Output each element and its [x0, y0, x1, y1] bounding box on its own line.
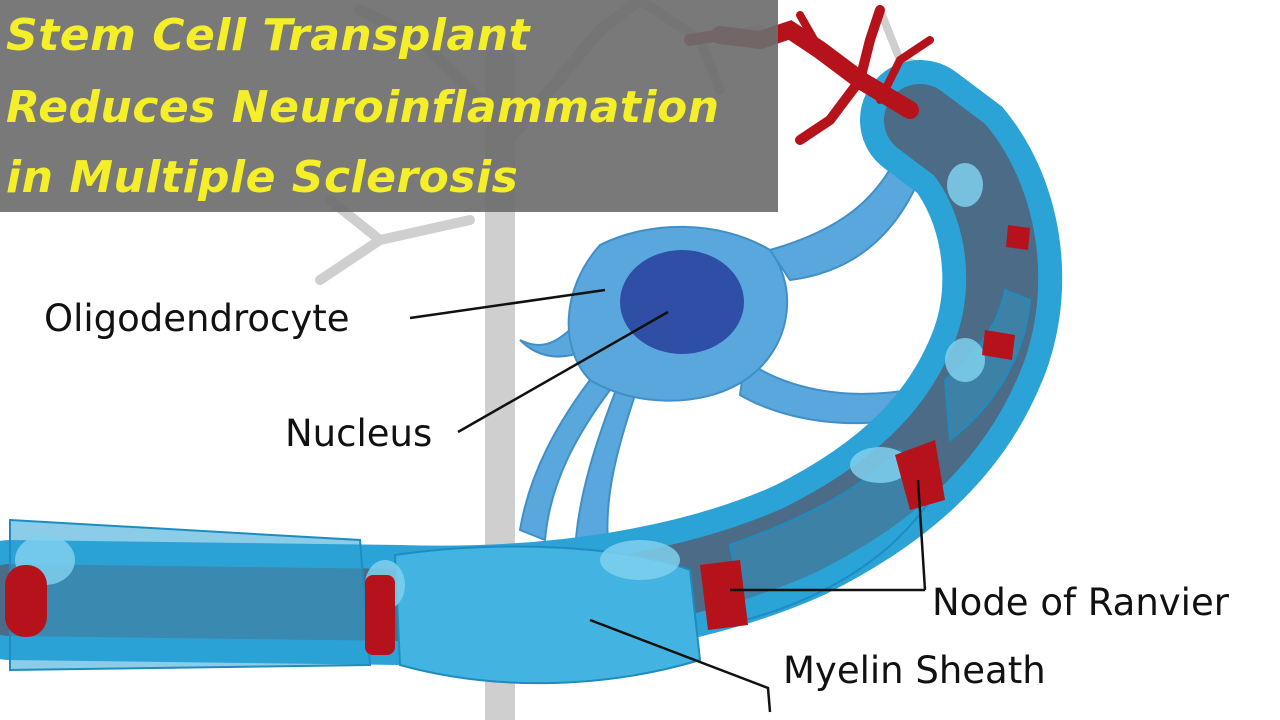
title-line-1: Stem Cell Transplant [6, 10, 531, 61]
leader-lines [409, 288, 927, 713]
sheath-highlights [15, 163, 985, 610]
nucleus-shape [620, 250, 744, 354]
myelin-sheath-leader [589, 618, 772, 713]
node-of-ranvier-leader [730, 479, 927, 592]
myelin-sheath-segments [9, 288, 1032, 685]
nodes-of-ranvier [5, 225, 1030, 655]
label-myelin-sheath: Myelin Sheath [783, 649, 1046, 692]
label-oligodendrocyte: Oligodendrocyte [44, 297, 350, 340]
label-nucleus: Nucleus [285, 412, 433, 455]
oligodendrocyte-processes [518, 138, 1012, 561]
label-node-of-ranvier: Node of Ranvier [932, 581, 1229, 624]
title-panel: Stem Cell Transplant Reduces Neuroinflam… [0, 0, 778, 212]
oligodendrocyte-leader [409, 288, 606, 320]
nucleus-leader [457, 310, 669, 434]
title-line-3: in Multiple Sclerosis [6, 152, 519, 203]
title-line-2: Reduces Neuroinflammation [6, 82, 720, 133]
